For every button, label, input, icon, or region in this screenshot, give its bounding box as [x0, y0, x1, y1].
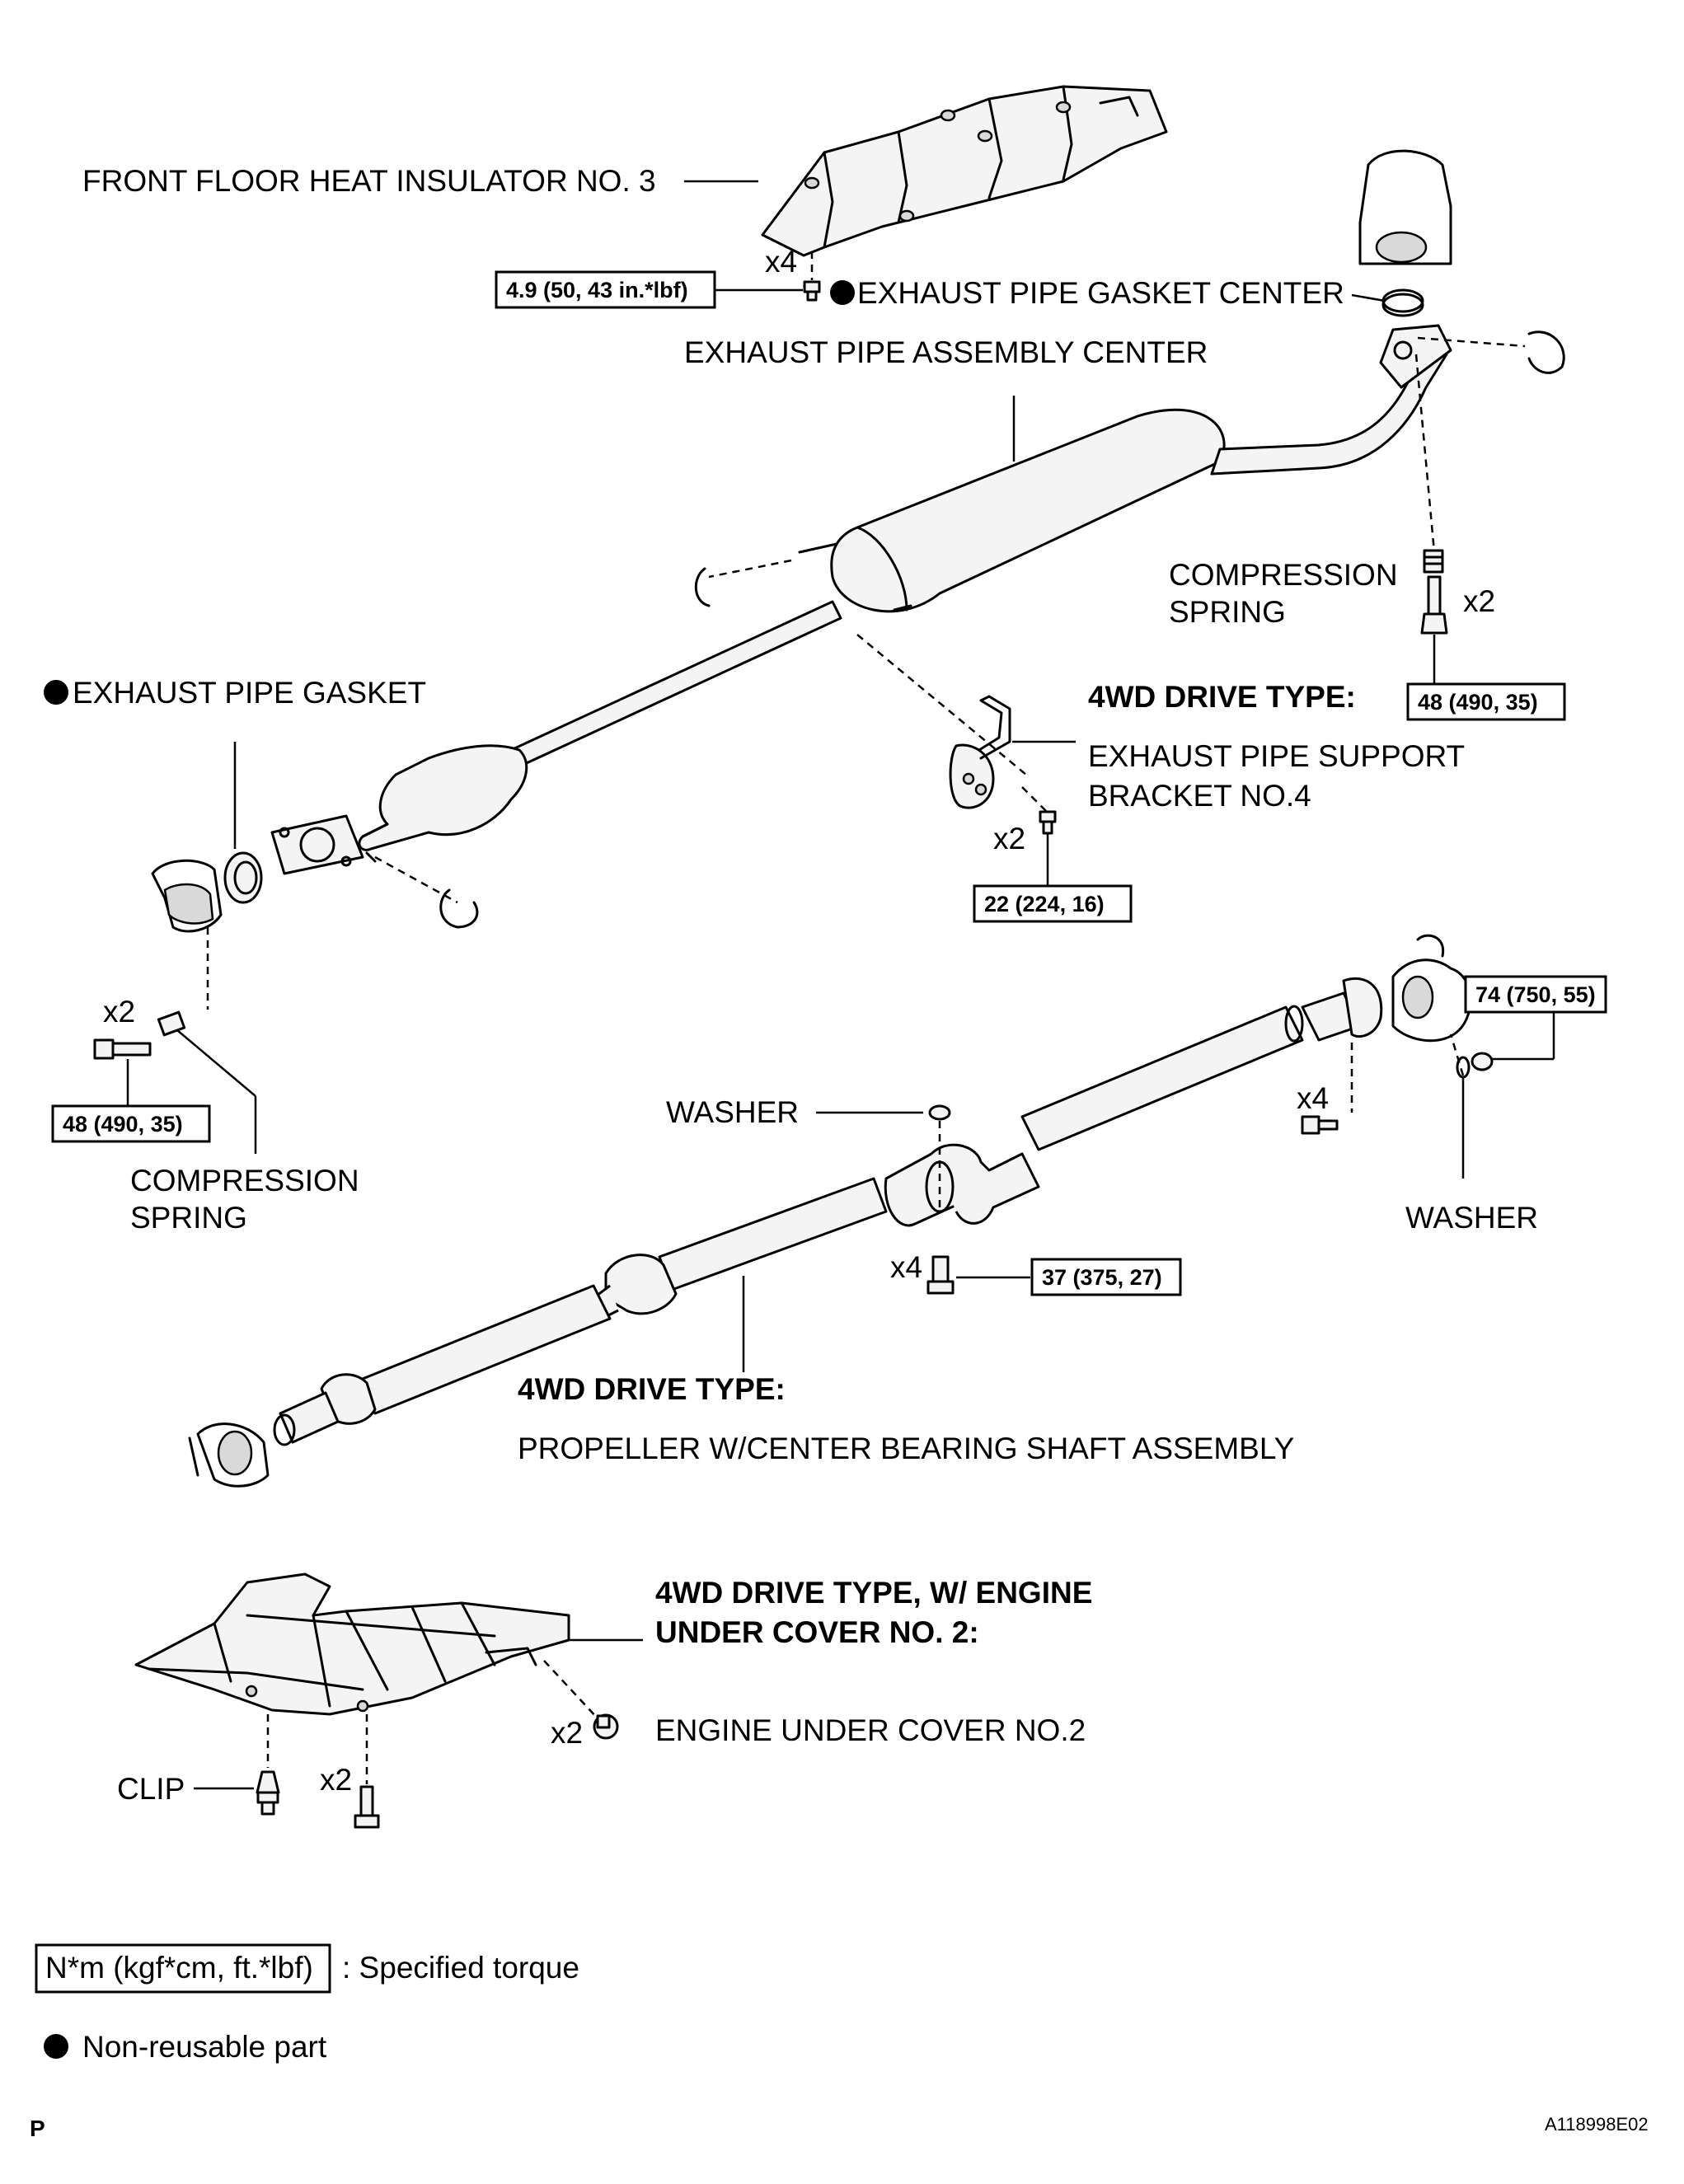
front-pipe-catalyst — [270, 744, 528, 875]
legend-torque-box — [35, 1943, 331, 1994]
compression-spring-right — [1423, 549, 1444, 574]
clip-part — [256, 1770, 280, 1816]
torque-bracket-bolt: 22 (224, 16) — [984, 892, 1105, 916]
insulator-bolt — [803, 280, 821, 302]
torque-spring-bolt-right: 48 (490, 35) — [1418, 690, 1538, 715]
label-exhaust-pipe-gasket-center: EXHAUST PIPE GASKET CENTER — [857, 276, 1344, 310]
non-reusable-dot-icon — [44, 680, 68, 705]
cover-bolt-left — [354, 1785, 380, 1829]
cover-bolt-right — [593, 1713, 619, 1740]
non-reusable-dot-icon — [44, 2034, 68, 2059]
exhaust-pipe-assembly-center — [509, 324, 1452, 768]
bearing-bolt — [926, 1255, 955, 1295]
label-support-bracket-2: BRACKET NO.4 — [1088, 779, 1311, 813]
exhaust-pipe-gasket — [223, 851, 263, 904]
bracket-bolt — [1039, 810, 1057, 835]
qty-spring-left: x2 — [103, 995, 135, 1029]
legend-nonreusable: Non-reusable part — [82, 2030, 327, 2064]
torque-spring-bolt-left: 48 (490, 35) — [63, 1112, 183, 1137]
qty-flange: x4 — [1297, 1081, 1329, 1115]
qty-clip-bolt: x2 — [320, 1763, 352, 1797]
label-clip: CLIP — [117, 1772, 185, 1806]
torque-flange-bolt: 74 (750, 55) — [1475, 982, 1596, 1007]
label-washer-right: WASHER — [1405, 1201, 1538, 1235]
label-4wd-type-3-line1: 4WD DRIVE TYPE, W/ ENGINE — [655, 1576, 1092, 1610]
legend-torque-desc: : Specified torque — [342, 1951, 579, 1985]
label-exhaust-pipe-assembly-center: EXHAUST PIPE ASSEMBLY CENTER — [684, 335, 1208, 369]
label-compression-spring-left-1: COMPRESSION — [130, 1164, 359, 1197]
spring-bolt-left — [93, 1038, 152, 1060]
qty-insulator: x4 — [765, 245, 797, 279]
figure-id: A118998E02 — [1545, 2114, 1649, 2135]
label-compression-spring-right-1: COMPRESSION — [1169, 558, 1398, 592]
exhaust-manifold-flange-left — [151, 859, 223, 933]
exhaust-pipe-support-bracket — [949, 695, 1011, 809]
label-engine-under-cover: ENGINE UNDER COVER NO.2 — [655, 1713, 1086, 1747]
label-4wd-type-2: 4WD DRIVE TYPE: — [518, 1372, 786, 1406]
washer-bearing — [928, 1104, 951, 1121]
label-compression-spring-right-2: SPRING — [1169, 595, 1286, 629]
label-washer-mid: WASHER — [666, 1095, 799, 1129]
label-exhaust-pipe-gasket: EXHAUST PIPE GASKET — [73, 676, 426, 710]
qty-spring-right: x2 — [1463, 584, 1495, 618]
label-compression-spring-left-2: SPRING — [130, 1201, 247, 1235]
label-support-bracket-1: EXHAUST PIPE SUPPORT — [1088, 739, 1465, 773]
exhaust-manifold-outlet — [1358, 149, 1452, 317]
label-4wd-type-3-line2: UNDER COVER NO. 2: — [655, 1615, 979, 1649]
torque-bearing-bolt: 37 (375, 27) — [1042, 1265, 1162, 1290]
flange-bolt — [1301, 1115, 1339, 1135]
label-front-floor-insulator: FRONT FLOOR HEAT INSULATOR NO. 3 — [82, 164, 656, 198]
rear-differential-flange — [1391, 934, 1472, 1043]
label-4wd-type-1: 4WD DRIVE TYPE: — [1088, 680, 1356, 714]
qty-cover: x2 — [551, 1716, 583, 1750]
washer-flange — [1456, 1052, 1494, 1079]
legend-torque-units: N*m (kgf*cm, ft.*lbf) — [45, 1951, 313, 1985]
front-floor-heat-insulator — [761, 85, 1168, 257]
label-propeller-shaft: PROPELLER W/CENTER BEARING SHAFT ASSEMBL… — [518, 1432, 1294, 1465]
spring-bolt-right — [1420, 575, 1448, 635]
engine-under-cover — [134, 1572, 570, 1716]
propeller-shaft-assembly — [273, 977, 1383, 1446]
non-reusable-dot-icon — [830, 280, 855, 305]
torque-insulator-bolt: 4.9 (50, 43 in.*lbf) — [506, 278, 688, 302]
qty-bearing: x4 — [890, 1250, 922, 1284]
qty-bracket: x2 — [993, 822, 1025, 855]
page-letter: P — [30, 2116, 45, 2141]
transfer-flange — [188, 1422, 270, 1488]
compression-spring-left — [157, 1010, 186, 1037]
